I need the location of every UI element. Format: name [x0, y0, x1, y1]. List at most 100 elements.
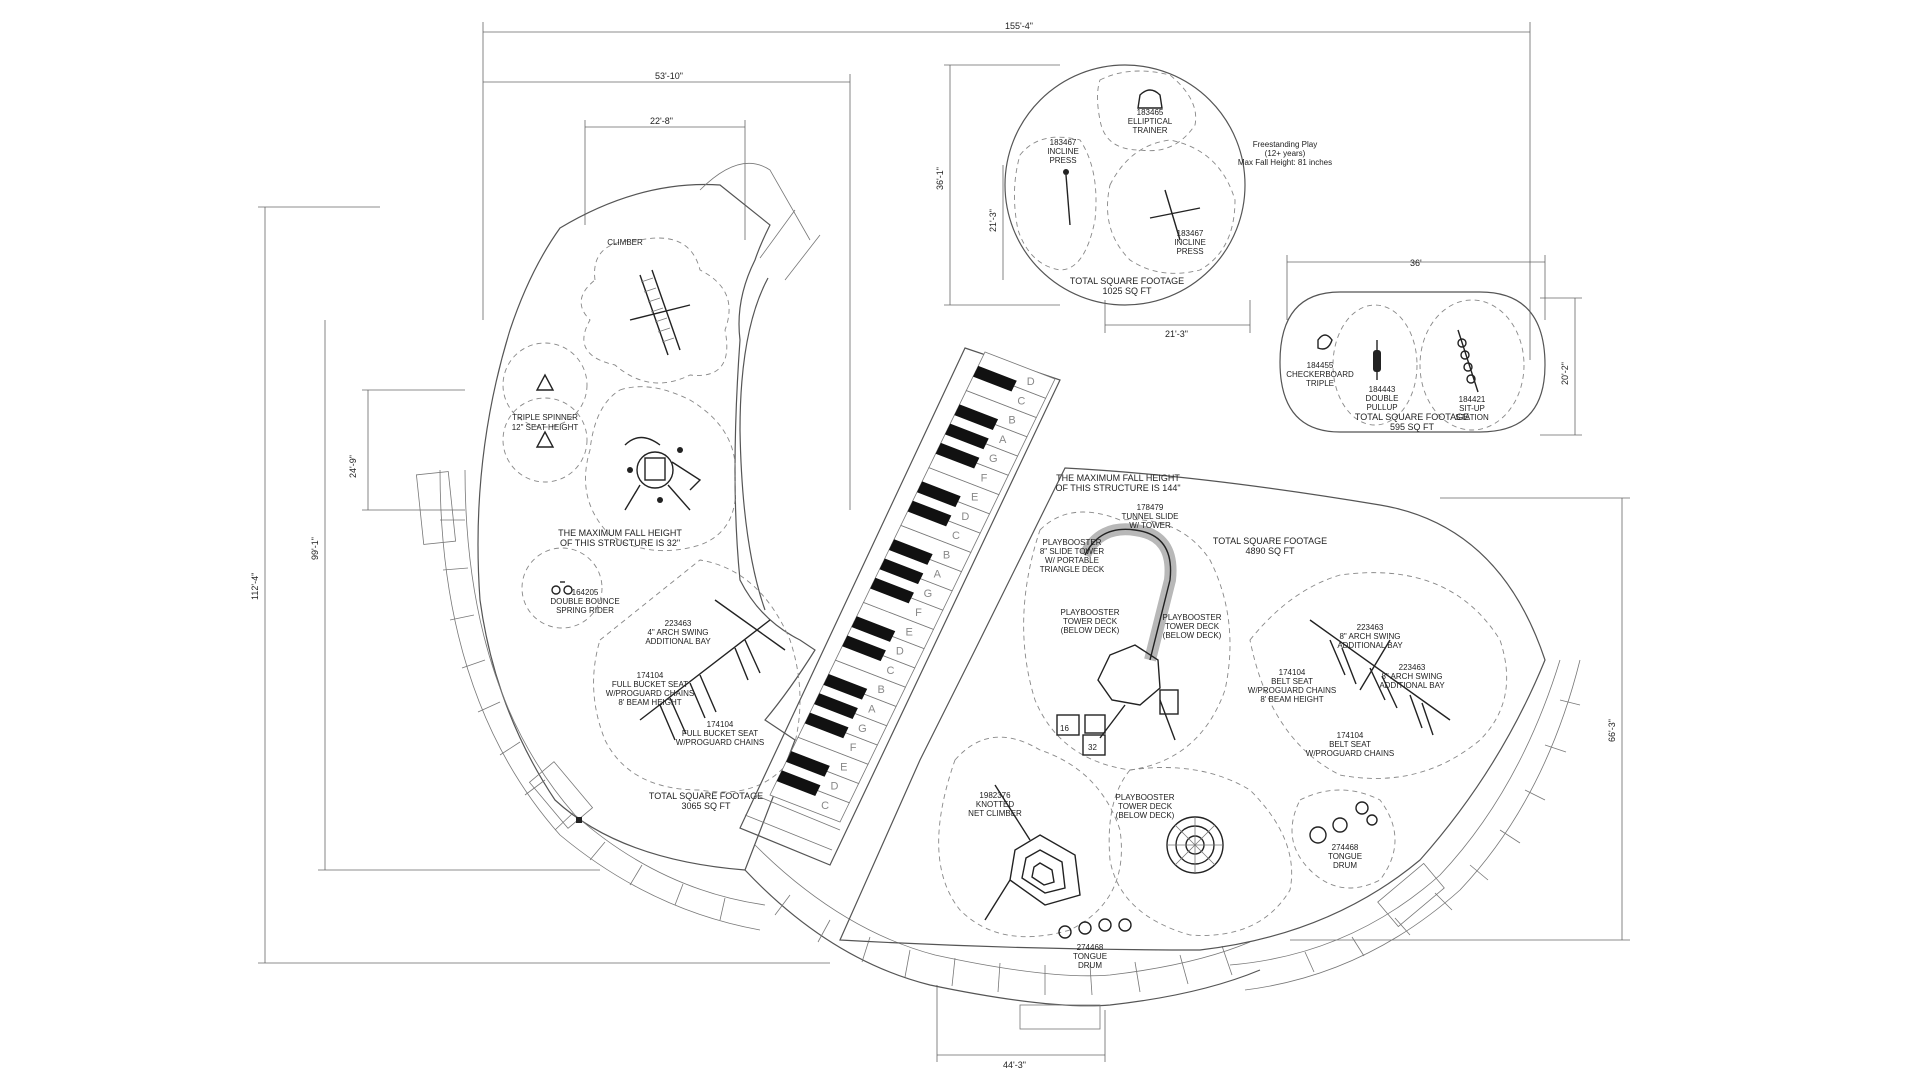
svg-text:TOWER DECK: TOWER DECK — [1165, 622, 1220, 631]
piano-note-label: G — [989, 453, 998, 465]
piano-note-label: D — [1027, 376, 1035, 388]
piano-note-label: F — [981, 472, 988, 484]
svg-text:8" ARCH SWING: 8" ARCH SWING — [1339, 632, 1400, 641]
svg-text:DOUBLE: DOUBLE — [1366, 394, 1399, 403]
dim-overall-width: 155'-4" — [1005, 21, 1033, 31]
svg-text:8' BEAM HEIGHT: 8' BEAM HEIGHT — [1260, 695, 1323, 704]
svg-text:12" SEAT HEIGHT: 12" SEAT HEIGHT — [512, 423, 579, 432]
ladder-climber-icon — [629, 269, 691, 356]
svg-text:223463: 223463 — [1399, 663, 1426, 672]
svg-text:16: 16 — [1060, 724, 1069, 733]
west-swing-note: 223463 — [665, 619, 692, 628]
svg-text:SPRING RIDER: SPRING RIDER — [556, 606, 614, 615]
piano-black-key — [907, 500, 952, 527]
tower-zone — [1023, 511, 1231, 771]
svg-text:DRUM: DRUM — [1078, 961, 1102, 970]
south-walkway-pavers — [744, 844, 1261, 1030]
piano-black-key — [814, 693, 858, 719]
toddler-structure-icon — [624, 436, 702, 511]
svg-text:W/ PORTABLE: W/ PORTABLE — [1045, 556, 1099, 565]
east-play-area: 16 32 — [839, 467, 1581, 991]
svg-text:FULL BUCKET SEAT: FULL BUCKET SEAT — [612, 680, 688, 689]
svg-text:TONGUE: TONGUE — [1328, 852, 1362, 861]
rocker-zone — [521, 547, 603, 629]
spring-rocker-icon — [551, 581, 573, 595]
piano-note-label: E — [840, 761, 847, 773]
dome-climber-icon — [1166, 816, 1224, 874]
dimension-labels: 155'-4" 53'-10" 22'-8" 24'-9" 99'-1" 112… — [250, 21, 1617, 1070]
dim-bottom-width: 44'-3" — [1003, 1060, 1026, 1070]
svg-text:STATION: STATION — [1455, 413, 1489, 422]
circle-area-value: 1025 SQ FT — [1102, 286, 1152, 296]
svg-text:8' BEAM HEIGHT: 8' BEAM HEIGHT — [618, 698, 681, 707]
spinner-icon — [535, 430, 555, 448]
piano-note-label: B — [1008, 415, 1015, 427]
piano-white-key — [975, 351, 1056, 399]
spinner-zone-2 — [502, 397, 588, 483]
piano-black-key — [944, 423, 989, 450]
spinner-zone-1 — [502, 342, 588, 428]
svg-text:INCLINE: INCLINE — [1047, 147, 1079, 156]
dim-east-height: 66'-3" — [1607, 719, 1617, 742]
piano-black-key — [973, 365, 1017, 392]
piano-black-key — [888, 539, 933, 565]
swing-zone — [593, 559, 801, 793]
dim-west-width: 53'-10" — [655, 71, 683, 81]
tunnel-slide-icon — [1079, 523, 1177, 662]
piano-note-label: C — [952, 530, 960, 542]
slide-note: 178479 — [1137, 503, 1164, 512]
svg-text:(BELOW DECK): (BELOW DECK) — [1116, 811, 1175, 820]
svg-text:PLAYBOOSTER: PLAYBOOSTER — [1116, 793, 1175, 802]
piano-black-key — [879, 558, 924, 585]
tower-deck-icon: 16 32 — [1056, 644, 1179, 756]
piano-note-label: C — [821, 800, 829, 812]
svg-text:ELLIPTICAL: ELLIPTICAL — [1128, 117, 1173, 126]
fitness1-note: 183465 — [1137, 108, 1164, 117]
svg-text:PULLUP: PULLUP — [1366, 403, 1397, 412]
fitness-station-icon — [1063, 89, 1201, 241]
oval2-note: 184443 — [1369, 385, 1396, 394]
net-zone — [938, 736, 1122, 938]
svg-text:(BELOW DECK): (BELOW DECK) — [1163, 631, 1222, 640]
toddler-structure-zone — [585, 386, 736, 552]
svg-text:ADDITIONAL BAY: ADDITIONAL BAY — [1337, 641, 1403, 650]
piano-note-label: C — [887, 665, 895, 677]
svg-text:W/ TOWER: W/ TOWER — [1129, 521, 1171, 530]
east-area-value: 4890 SQ FT — [1245, 546, 1295, 556]
svg-text:W/PROGUARD CHAINS: W/PROGUARD CHAINS — [676, 738, 764, 747]
svg-text:SIT-UP: SIT-UP — [1459, 404, 1485, 413]
svg-text:174104: 174104 — [1337, 731, 1364, 740]
piano-black-key — [954, 404, 999, 431]
svg-text:174104: 174104 — [707, 720, 734, 729]
svg-text:PRESS: PRESS — [1176, 247, 1203, 256]
swing-set-icon — [639, 599, 786, 741]
svg-text:CHECKERBOARD: CHECKERBOARD — [1286, 370, 1354, 379]
piano-note-label: C — [1017, 395, 1025, 407]
piano-black-key — [804, 712, 849, 739]
piano-note-label: F — [850, 742, 857, 754]
fitness-oval-area: 184455 CHECKERBOARD TRIPLE 184443 DOUBLE… — [1279, 291, 1546, 433]
spinner-icon — [535, 373, 555, 391]
dim-west-height: 99'-1" — [310, 537, 320, 560]
piano-black-key — [916, 481, 961, 508]
svg-text:FULL BUCKET SEAT: FULL BUCKET SEAT — [682, 729, 758, 738]
piano-keys — [769, 351, 1056, 823]
piano-note-label: A — [999, 434, 1007, 446]
svg-text:TRIANGLE DECK: TRIANGLE DECK — [1040, 565, 1105, 574]
east-area-label: TOTAL SQUARE FOOTAGE — [1213, 536, 1327, 546]
piano-note-label: D — [896, 646, 904, 658]
east-swing-set-icon — [1309, 619, 1451, 736]
piano-note-label: F — [915, 607, 922, 619]
piano-note-label: A — [934, 569, 942, 581]
dim-circle-height: 36'-1" — [935, 167, 945, 190]
piano-note-label: B — [943, 549, 950, 561]
piano-black-key — [823, 674, 868, 700]
svg-text:PLAYBOOSTER: PLAYBOOSTER — [1163, 613, 1222, 622]
west-fall-height-line1: THE MAXIMUM FALL HEIGHT — [558, 528, 682, 538]
piano-note-label: D — [961, 511, 969, 523]
dimension-lines — [258, 22, 1630, 1062]
svg-text:BELT SEAT: BELT SEAT — [1329, 740, 1371, 749]
